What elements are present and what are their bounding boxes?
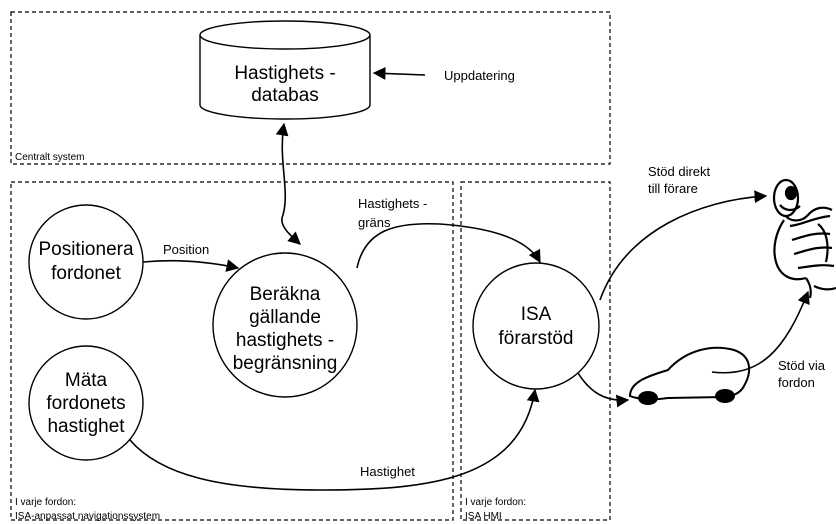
vehicle-support-label-1: Stöd via [778, 358, 826, 373]
speed-label: Hastighet [360, 464, 415, 479]
speed-limit-label-2: gräns [358, 215, 391, 230]
measure-node-label-3: hastighet [47, 416, 125, 437]
position-node-label-2: fordonet [51, 263, 121, 284]
central-system-label: Centralt system [15, 152, 84, 163]
isa-hmi-label-1: I varje fordon: [465, 497, 526, 508]
update-label: Uppdatering [444, 68, 515, 83]
position-node [28, 204, 144, 320]
speed-arrow [129, 388, 540, 491]
position-node-label-1: Positionera [38, 239, 133, 260]
calc-node-label-1: Beräkna [250, 284, 321, 305]
measure-node-label-2: fordonets [46, 393, 125, 414]
nav-system-label-1: I varje fordon: [15, 497, 76, 508]
database-calc-arrow [275, 122, 301, 245]
speed-database: Hastighets - databas [199, 20, 371, 120]
calc-node [212, 252, 358, 398]
database-label-2: databas [251, 85, 319, 106]
database-label-1: Hastighets - [234, 63, 335, 84]
calc-node-label-2: gällande [249, 307, 321, 328]
measure-node-label-1: Mäta [65, 370, 108, 391]
isa-node-label-2: förarstöd [499, 328, 574, 349]
calc-node-label-4: begränsning [233, 353, 338, 374]
speed-limit-arrow [356, 222, 541, 269]
direct-support-arrow [599, 190, 768, 301]
update-arrow [372, 67, 426, 80]
speed-limit-label-1: Hastighets - [358, 196, 427, 211]
calc-node-label-3: hastighets - [236, 330, 334, 351]
direct-support-label-1: Stöd direkt [648, 164, 711, 179]
nav-system-box [10, 181, 454, 521]
direct-support-label-2: till förare [648, 181, 698, 196]
central-system-box [10, 11, 611, 165]
isa-node [472, 262, 600, 390]
position-label: Position [163, 242, 209, 257]
vehicle-support-arrow [711, 290, 810, 374]
driver-icon [772, 178, 836, 299]
vehicle-support-label-2: fordon [778, 375, 815, 390]
car-icon [628, 346, 751, 405]
position-arrow [142, 259, 240, 272]
nav-system-label-2: ISA-anpassat navigationssystem [15, 511, 160, 522]
isa-hmi-label-2: ISA HMI [465, 511, 502, 522]
measure-node [28, 345, 144, 461]
isa-node-label-1: ISA [521, 304, 552, 325]
isa-car-arrow [577, 372, 630, 408]
isa-hmi-box [460, 181, 611, 521]
